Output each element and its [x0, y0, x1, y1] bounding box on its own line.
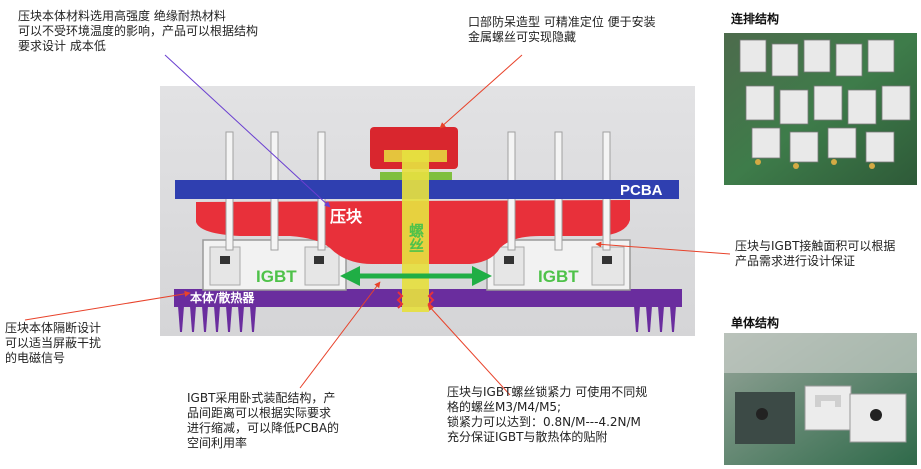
leader-bottom-right: [427, 304, 511, 396]
leader-right-middle: [595, 241, 731, 255]
igbt-right-label: IGBT: [538, 267, 579, 286]
photo-single-structure: [724, 333, 917, 465]
heatsink-fins: [178, 306, 676, 332]
note-emi-shield: 压块本体隔断设计 可以适当屏蔽干扰 的电磁信号: [5, 321, 102, 365]
photo-title-single-structure: 单体结构: [731, 316, 780, 330]
note-horizontal-igbt: IGBT采用卧式装配结构，产 品间距离可以根据实际要求 进行缩减，可以降低PCB…: [187, 391, 340, 450]
photo-title-row-structure: 连排结构: [731, 12, 780, 26]
leader-left-middle: [24, 290, 191, 321]
pcba-label: PCBA: [620, 182, 663, 199]
block-label: 压块: [330, 207, 363, 226]
screw-label: 螺丝: [407, 222, 425, 253]
leader-top-center: [439, 54, 523, 129]
screw-head: [384, 150, 447, 162]
heatsink-label: 本体/散热器: [190, 290, 255, 305]
note-screw-torque: 压块与IGBT螺丝锁紧力 可使用不同规 格的螺丝M3/M4/M5; 锁紧力可以达…: [447, 385, 648, 444]
note-block-material: 压块本体材料选用高强度 绝缘耐热材料 可以不受环境温度的影响，产品可以根据结构 …: [18, 9, 259, 53]
leader-top-left: [164, 54, 331, 208]
photo-row-structure: [724, 33, 917, 185]
igbt-left-label: IGBT: [256, 267, 297, 286]
note-contact-area: 压块与IGBT接触面积可以根据 产品需求进行设计保证: [735, 239, 896, 268]
leader-bottom-left: [299, 281, 381, 389]
note-foolproof-design: 口部防呆造型 可精准定位 便于安装 金属螺丝可实现隐藏: [468, 15, 656, 44]
